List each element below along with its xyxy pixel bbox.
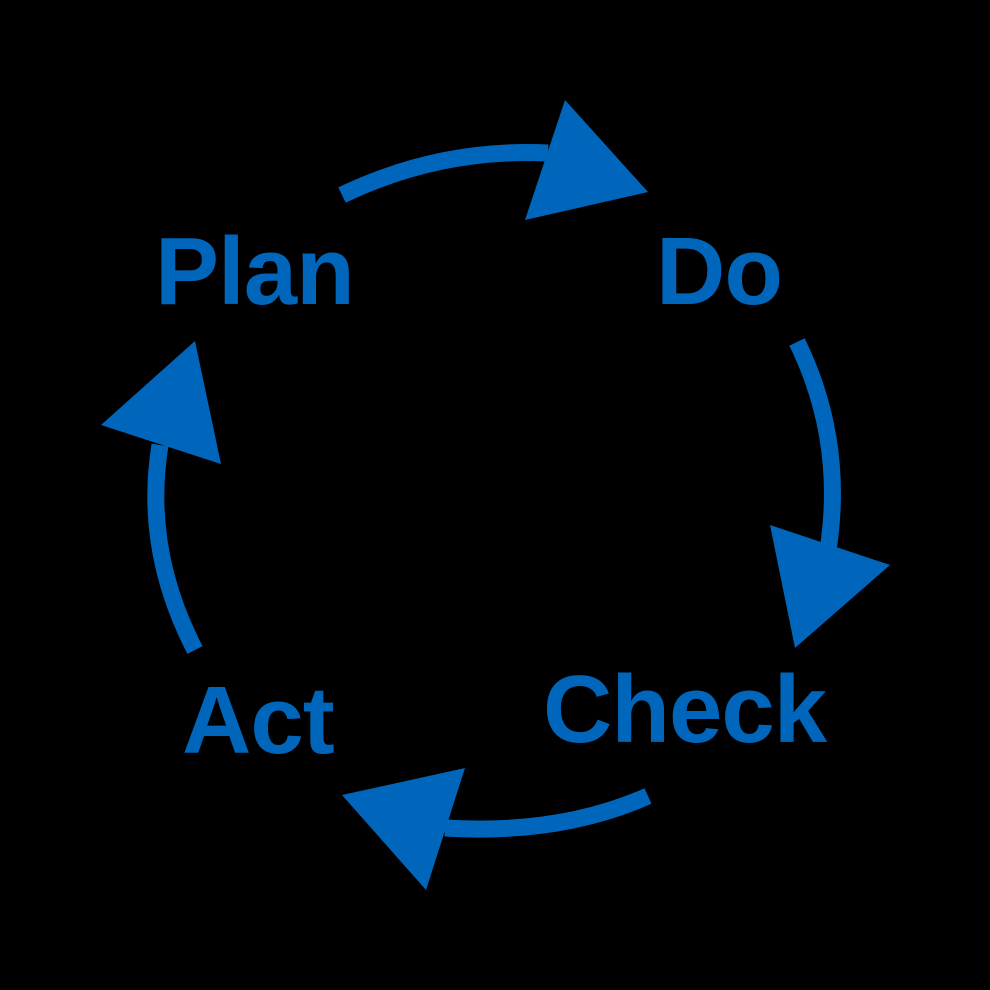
arrow-head-icon [342, 768, 465, 890]
arrow-head-icon [101, 341, 221, 464]
arrow-shaft [147, 443, 203, 654]
step-label-plan: Plan [155, 218, 354, 325]
arrow-head-icon [770, 525, 890, 648]
arrow-head-icon [525, 100, 648, 220]
arrow-act-to-plan [101, 341, 221, 654]
arrow-shaft [338, 144, 549, 203]
arrow-plan-to-do [338, 100, 648, 220]
step-label-act: Act [182, 667, 334, 774]
step-label-do: Do [656, 218, 782, 325]
arrow-shaft [444, 788, 652, 838]
step-label-check: Check [543, 656, 828, 763]
arrow-shaft [789, 338, 841, 552]
arrow-do-to-check [770, 338, 890, 648]
arrow-check-to-act [342, 768, 652, 890]
